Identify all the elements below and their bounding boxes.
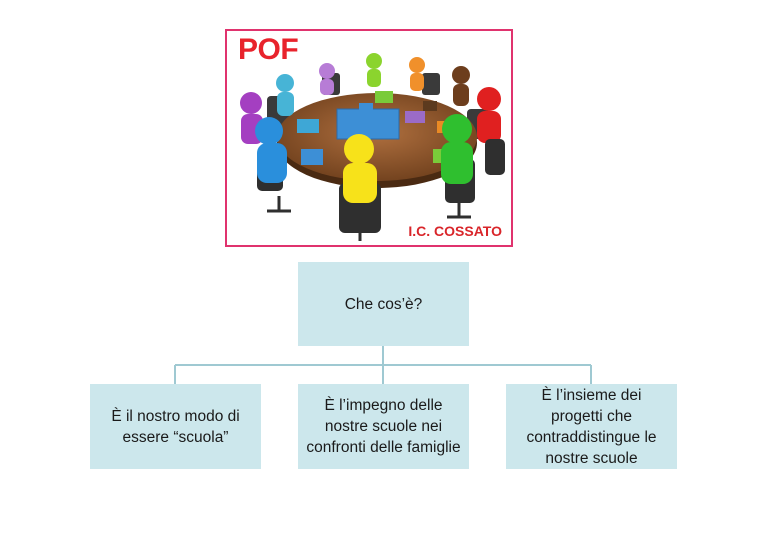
child-node-label: È il nostro modo di essere “scuola” xyxy=(111,407,240,446)
figure-orange xyxy=(409,57,425,91)
figure-yellow xyxy=(343,134,377,203)
cover-image: POF I.C. COSSATO xyxy=(225,29,513,247)
figure-purple xyxy=(319,63,335,95)
root-node-label: Che cos’è? xyxy=(344,295,423,313)
school-name: I.C. COSSATO xyxy=(408,223,502,239)
figure-brown xyxy=(452,66,470,106)
child-node-label: È l’impegno delle nostre scuole nei conf… xyxy=(306,397,461,456)
root-node: Che cos’è? xyxy=(298,262,469,346)
figure-teal xyxy=(276,74,294,116)
cover-title: POF xyxy=(238,33,299,66)
figure-red xyxy=(477,87,501,143)
figure-blue xyxy=(255,117,287,183)
child-node-2: È l’impegno delle nostre scuole nei conf… xyxy=(298,384,469,469)
figure-green xyxy=(441,114,473,184)
figure-green-light xyxy=(366,53,382,87)
child-node-1: È il nostro modo di essere “scuola” xyxy=(90,384,261,469)
child-node-label: È l’insieme dei progetti che contraddist… xyxy=(526,386,657,467)
child-node-3: È l’insieme dei progetti che contraddist… xyxy=(506,384,677,469)
meeting-illustration xyxy=(240,53,505,241)
chair-legs xyxy=(267,196,471,241)
